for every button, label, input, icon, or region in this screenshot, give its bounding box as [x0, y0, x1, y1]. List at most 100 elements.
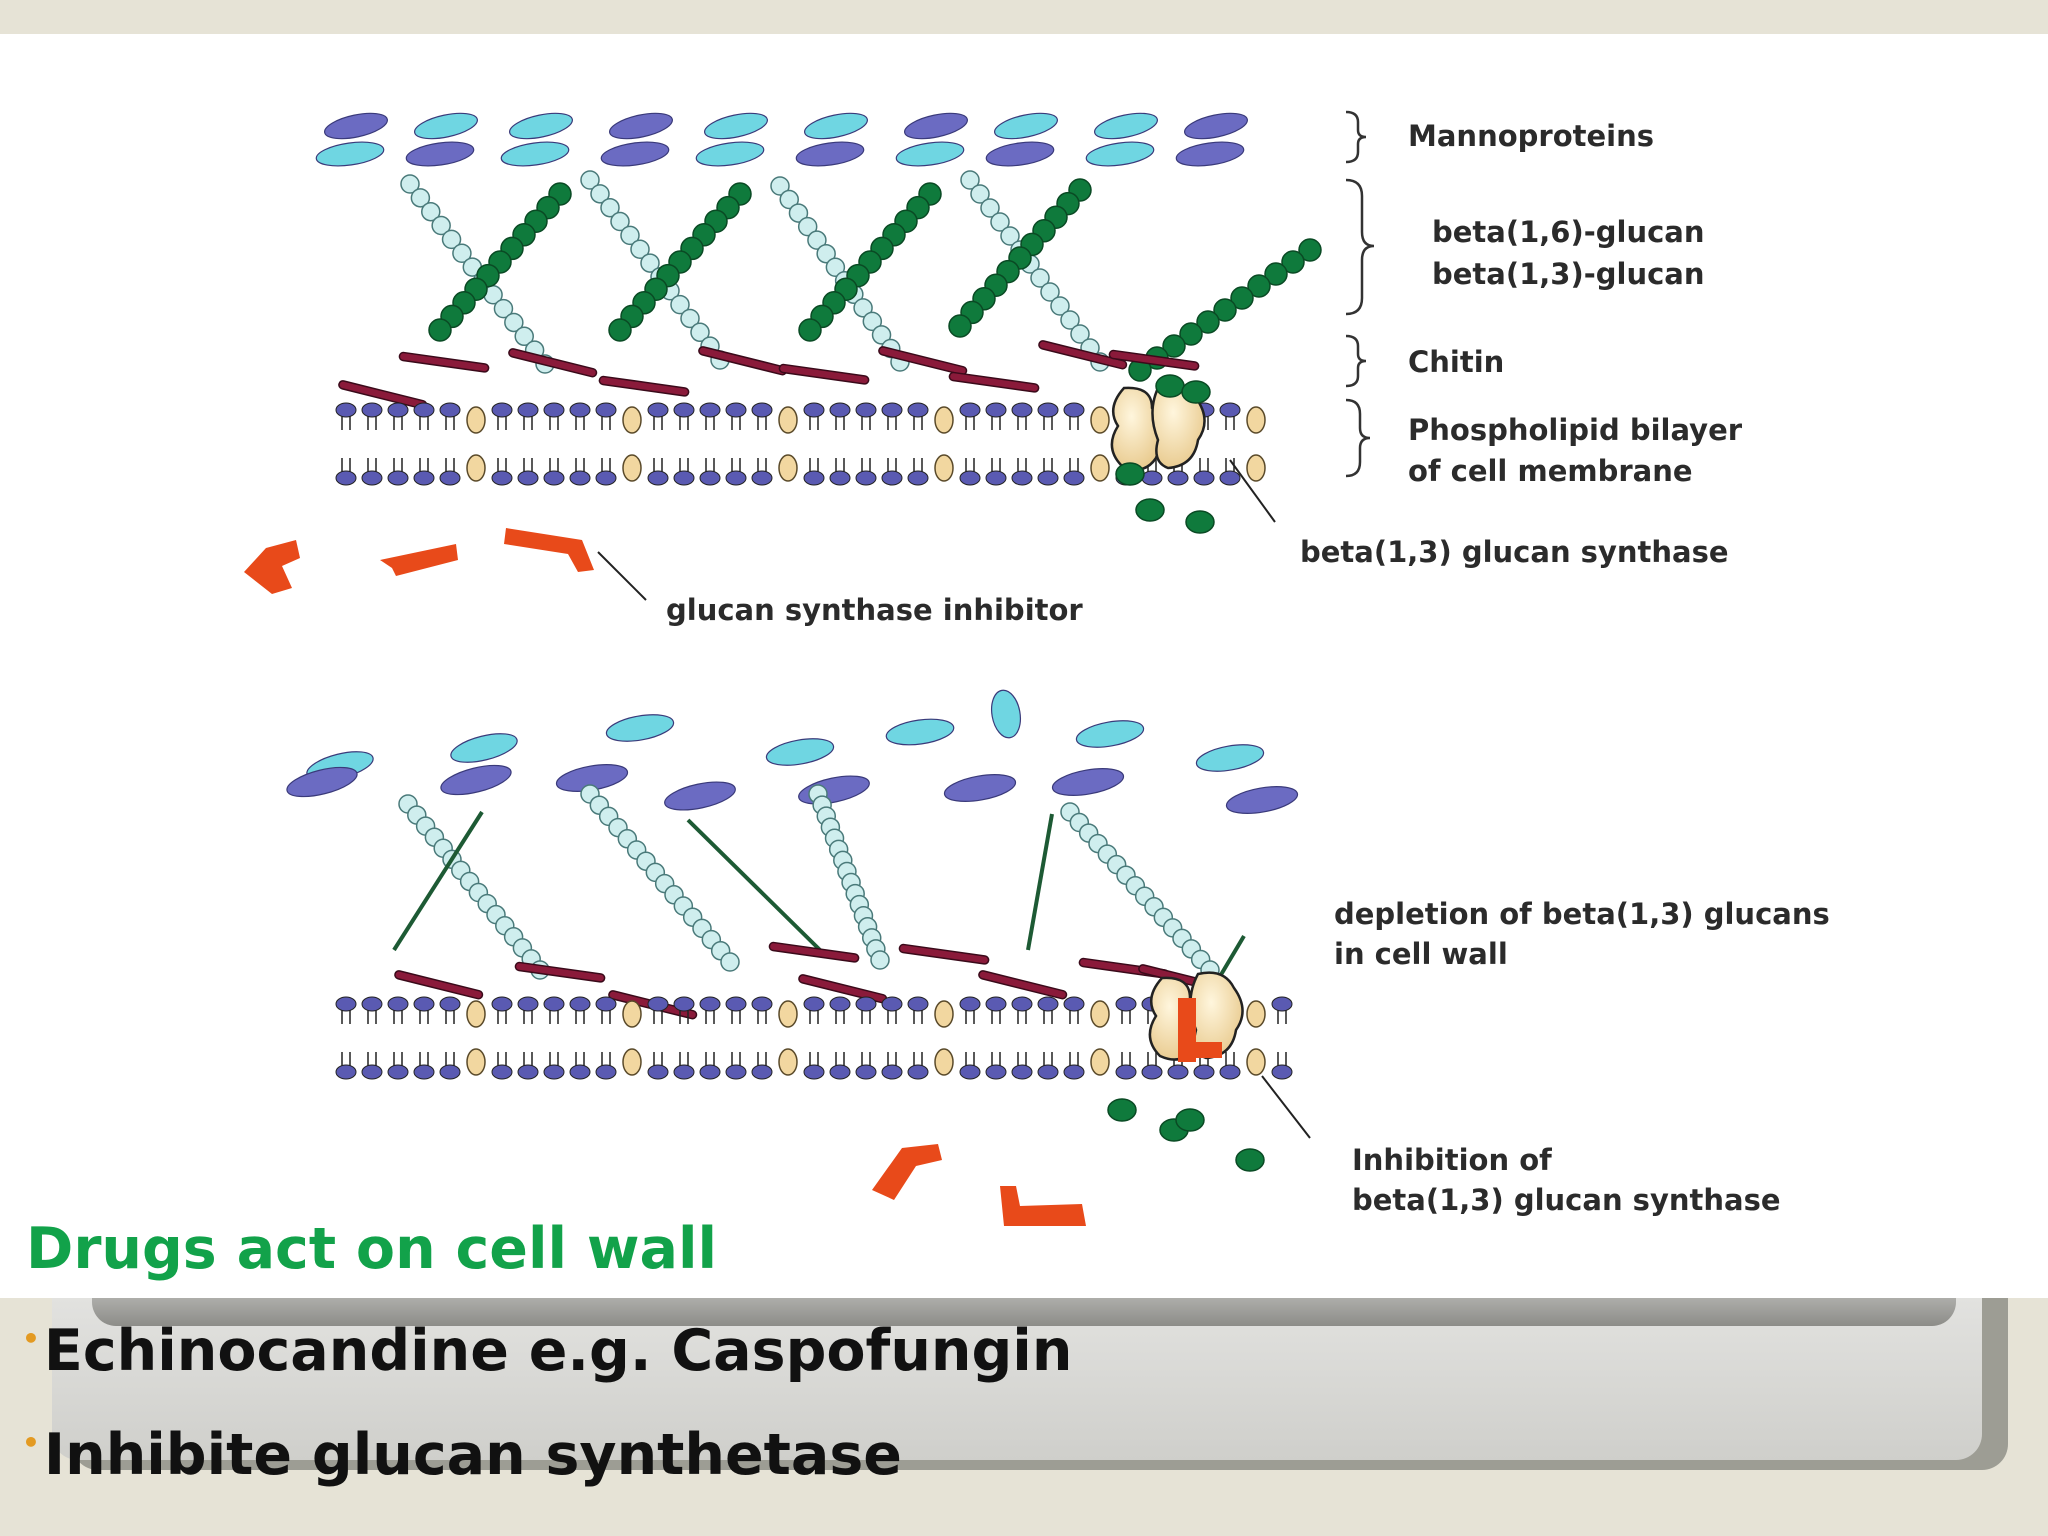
lipid-head	[1219, 402, 1241, 418]
lipid-tail	[367, 458, 377, 472]
lipid-head	[959, 470, 981, 486]
lipid-head	[517, 402, 539, 418]
sterol	[1246, 1048, 1266, 1076]
lipid-tail	[601, 416, 611, 430]
lipid-head	[335, 402, 357, 418]
lipid-head	[543, 1064, 565, 1080]
lipid-head	[1011, 1064, 1033, 1080]
lipid-tail	[835, 416, 845, 430]
glucan-monomer	[1135, 498, 1165, 522]
beta16-glucan-chain	[816, 243, 836, 264]
label-beta16-glucan: beta(1,6)-glucan	[1432, 215, 1705, 249]
label-bilayer-2: of cell membrane	[1408, 454, 1693, 488]
label-depletion-2: in cell wall	[1334, 937, 1508, 971]
lipid-tail	[1069, 1052, 1079, 1066]
lipid-tail	[835, 1010, 845, 1024]
glucan-monomer	[1107, 1098, 1137, 1122]
lipid-head	[1141, 470, 1163, 486]
chitin-fiber	[514, 961, 606, 983]
lipid-head	[673, 470, 695, 486]
mannoprotein	[1195, 744, 1265, 772]
lipid-head	[1219, 470, 1241, 486]
chitin-fiber	[398, 351, 490, 373]
bullet-text: Inhibite glucan synthetase	[43, 1422, 902, 1488]
lipid-tail	[1199, 458, 1209, 472]
lipid-tail	[653, 1010, 663, 1024]
lipid-head	[569, 996, 591, 1012]
lipid-tail	[393, 1010, 403, 1024]
chitin-fiber	[394, 970, 484, 1000]
beta16-glucan-chain	[514, 326, 534, 347]
lipid-tail	[991, 416, 1001, 430]
sterol	[1090, 406, 1110, 434]
sterol	[622, 454, 642, 482]
lipid-tail	[549, 416, 559, 430]
lipid-tail	[549, 458, 559, 472]
lipid-head	[1011, 470, 1033, 486]
lipid-head	[595, 470, 617, 486]
sterol	[778, 406, 798, 434]
lipid-tail	[679, 416, 689, 430]
top-band	[0, 0, 2048, 34]
lipid-tail	[419, 1010, 429, 1024]
lipid-head	[387, 996, 409, 1012]
mannoprotein	[990, 689, 1022, 739]
lipid-tail	[887, 416, 897, 430]
lipid-head	[1037, 996, 1059, 1012]
bullet-text: Echinocandine e.g. Caspofungin	[43, 1318, 1073, 1384]
lipid-head	[829, 402, 851, 418]
lipid-tail	[1121, 1052, 1131, 1066]
bracket-mannoproteins	[1345, 110, 1367, 164]
sterol	[1246, 406, 1266, 434]
lipid-head	[855, 470, 877, 486]
lipid-head	[699, 996, 721, 1012]
lipid-tail	[1277, 1010, 1287, 1024]
beta16-glucan-chain	[779, 189, 799, 210]
lipid-tail	[731, 1052, 741, 1066]
lipid-head	[803, 402, 825, 418]
label-group-bottom: depletion of beta(1,3) glucans in cell w…	[1261, 897, 1830, 1217]
beta16-glucan-chain	[960, 170, 980, 190]
lipid-tail	[965, 458, 975, 472]
sterol	[466, 454, 486, 482]
sterol	[778, 1048, 798, 1076]
lipid-tail	[601, 1052, 611, 1066]
glucan-monomer	[1181, 380, 1211, 404]
lipid-tail	[497, 1052, 507, 1066]
lipid-tail	[679, 1010, 689, 1024]
lipid-tail	[965, 416, 975, 430]
sterol	[1246, 1000, 1266, 1028]
lipid-head	[855, 996, 877, 1012]
chitin-fiber	[508, 348, 598, 378]
chitin-fiber	[778, 363, 870, 385]
lipid-head	[335, 1064, 357, 1080]
mannoprotein	[765, 738, 835, 766]
lipid-tail	[757, 416, 767, 430]
sterol	[466, 1048, 486, 1076]
lipid-tail	[835, 458, 845, 472]
lipid-head	[985, 402, 1007, 418]
lipid-tail	[575, 416, 585, 430]
lipid-head	[413, 1064, 435, 1080]
lipid-head	[855, 402, 877, 418]
lipid-head	[361, 1064, 383, 1080]
lipid-tail	[601, 1010, 611, 1024]
beta13-glucan-chain	[428, 318, 452, 342]
lipid-tail	[445, 458, 455, 472]
lipid-tail	[1043, 1010, 1053, 1024]
lipid-head	[907, 1064, 929, 1080]
lipid-head	[517, 470, 539, 486]
lipid-head	[1115, 1064, 1137, 1080]
lipid-head	[985, 996, 1007, 1012]
lipid-tail	[497, 1010, 507, 1024]
lipid-head	[517, 996, 539, 1012]
lipid-head	[1193, 470, 1215, 486]
lipid-head	[725, 402, 747, 418]
beta16-glucan-chain	[853, 298, 873, 318]
lipid-tail	[523, 416, 533, 430]
mannoprotein	[500, 141, 570, 167]
lipid-head	[751, 996, 773, 1012]
inhibitor-molecule	[1000, 1186, 1086, 1226]
sterol	[934, 1000, 954, 1028]
beta16-glucan-chain	[1070, 324, 1090, 344]
